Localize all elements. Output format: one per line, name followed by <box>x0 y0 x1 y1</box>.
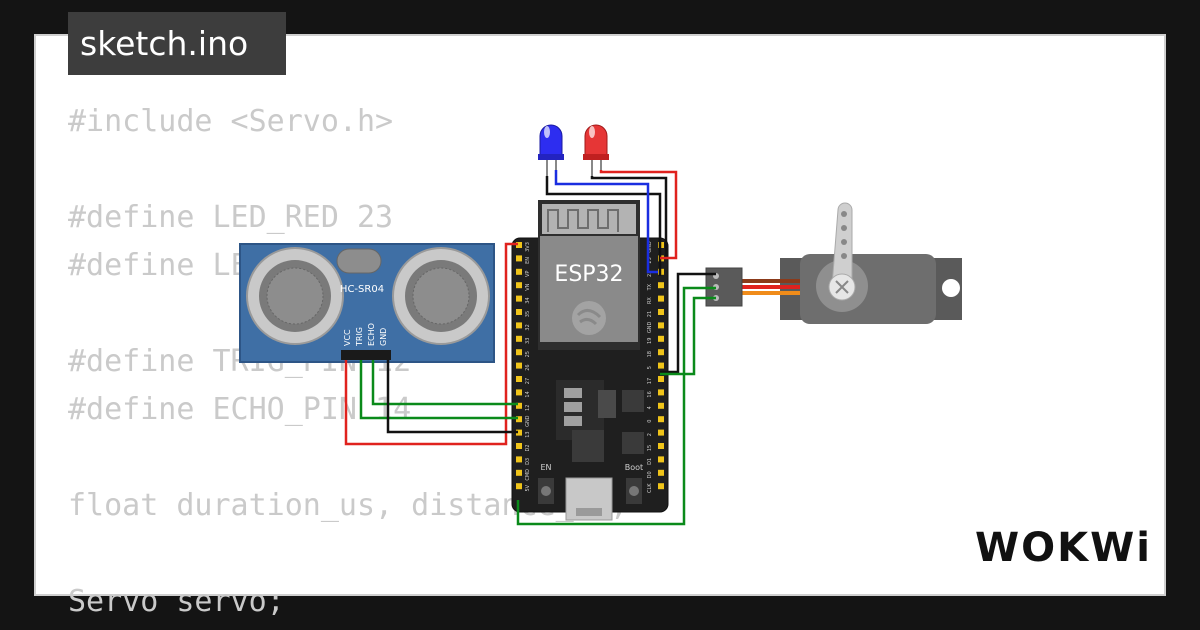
wires <box>344 170 716 526</box>
header-pin-label: 14 <box>525 391 531 397</box>
header-pin-label: 33 <box>525 338 531 344</box>
blue-led[interactable] <box>538 124 564 176</box>
header-pin-label: GND <box>525 415 531 427</box>
header-pin[interactable] <box>516 335 522 342</box>
header-pin[interactable] <box>658 335 664 342</box>
esp32-board[interactable]: ESP32 EN Boot 3V3ENVPVN34353233252627141… <box>511 200 669 521</box>
header-pin[interactable] <box>516 295 522 302</box>
header-pin[interactable] <box>658 322 664 329</box>
header-pin-label: CLK <box>647 483 653 493</box>
wokwi-logo: WOKWi <box>975 525 1152 571</box>
header-pin-label: 32 <box>525 324 531 330</box>
header-pin-label: 19 <box>647 338 653 344</box>
espressif-logo-icon <box>572 301 606 335</box>
header-pin[interactable] <box>658 456 664 463</box>
header-pin[interactable] <box>658 443 664 449</box>
header-pin[interactable] <box>658 362 664 369</box>
header-pin[interactable] <box>658 295 664 302</box>
header-pin-label: 4 <box>647 406 653 409</box>
header-pin-label: 13 <box>525 431 531 437</box>
header-pin[interactable] <box>516 255 522 262</box>
header-pin-label: 25 <box>525 351 531 357</box>
header-pin-label: VP <box>525 271 531 277</box>
header-pin-label: GND <box>647 241 653 253</box>
header-pin-label: RX <box>647 297 653 304</box>
red-led[interactable] <box>583 124 609 176</box>
sensor-pin-gnd: GND <box>379 328 388 346</box>
header-pin-label: 12 <box>525 405 531 411</box>
en-button-label: EN <box>540 463 551 472</box>
sensor-pin-echo: ECHO <box>367 323 376 346</box>
header-pin[interactable] <box>516 268 522 275</box>
header-pin-label: D3 <box>525 458 531 465</box>
header-pin[interactable] <box>516 483 522 490</box>
sensor-pin-vcc: VCC <box>343 329 352 346</box>
header-pin-label: 16 <box>647 391 653 397</box>
header-pin[interactable] <box>658 469 664 476</box>
header-pin[interactable] <box>658 309 664 315</box>
header-pin-label: VN <box>525 283 531 290</box>
header-pin-label: 22 <box>647 271 653 277</box>
file-tab-label: sketch.ino <box>80 24 249 63</box>
header-pin-label: TX <box>647 283 653 291</box>
header-pin-label: CMD <box>525 469 531 481</box>
header-pin[interactable] <box>516 389 522 396</box>
header-pin[interactable] <box>516 282 522 289</box>
servo-motor[interactable] <box>705 202 962 324</box>
header-pin[interactable] <box>658 429 664 436</box>
header-pin-label: EN <box>525 257 531 264</box>
header-pin[interactable] <box>516 362 522 369</box>
sensor-pin-trig: TRIG <box>355 327 364 347</box>
header-pin[interactable] <box>516 456 522 463</box>
header-pin-label: 23 <box>647 257 653 263</box>
header-pin-label: D0 <box>647 471 653 478</box>
header-pin-label: 21 <box>647 311 653 317</box>
header-pin[interactable] <box>658 389 664 396</box>
header-pin-label: 18 <box>647 351 653 357</box>
bottom-bar <box>0 596 1200 630</box>
header-pin-label: 15 <box>647 445 653 451</box>
header-pin[interactable] <box>516 376 522 382</box>
header-pin[interactable] <box>658 349 664 356</box>
header-pin[interactable] <box>516 469 522 476</box>
header-pin-label: 3V3 <box>525 242 531 252</box>
code-line: #define LED_RED 23 <box>68 200 394 235</box>
sensor-model-label: HC-SR04 <box>340 284 384 295</box>
code-line: Servo servo; <box>68 584 285 619</box>
header-pin-label: 0 <box>647 420 653 423</box>
header-pin-label: 27 <box>525 378 531 384</box>
header-pin[interactable] <box>516 309 522 315</box>
header-pin[interactable] <box>658 402 664 409</box>
boot-button-label: Boot <box>625 463 643 472</box>
header-pin-label: 2 <box>647 433 653 436</box>
header-pin-label: 17 <box>647 378 653 384</box>
header-pin-label: 5V <box>525 484 531 491</box>
esp32-label: ESP32 <box>554 262 623 287</box>
header-pin[interactable] <box>516 429 522 436</box>
header-pin[interactable] <box>658 376 664 382</box>
header-pin[interactable] <box>516 402 522 409</box>
header-pin-label: D2 <box>525 444 531 451</box>
header-pin-label: 26 <box>525 364 531 370</box>
code-line: #define ECHO_PIN 14 <box>68 392 412 427</box>
header-pin[interactable] <box>516 416 522 423</box>
header-pin[interactable] <box>516 242 522 248</box>
header-pin-label: 34 <box>525 297 531 303</box>
header-pin[interactable] <box>516 349 522 356</box>
header-pin[interactable] <box>658 416 664 423</box>
header-pin[interactable] <box>516 443 522 449</box>
header-pin[interactable] <box>516 322 522 329</box>
code-editor[interactable]: #include <Servo.h> #define LED_RED 23 #def… <box>68 98 628 626</box>
file-tab[interactable]: sketch.ino <box>68 12 286 75</box>
code-line: #include <Servo.h> <box>68 104 394 139</box>
header-pin[interactable] <box>658 483 664 490</box>
header-pin-label: 5 <box>647 366 653 369</box>
header-pin-label: 35 <box>525 311 531 317</box>
ultrasonic-sensor[interactable]: HC-SR04 VCC TRIG ECHO GND <box>239 243 495 363</box>
header-pin-label: D1 <box>647 458 653 465</box>
header-pin-label: GND <box>647 322 653 334</box>
header-pin[interactable] <box>658 282 664 289</box>
